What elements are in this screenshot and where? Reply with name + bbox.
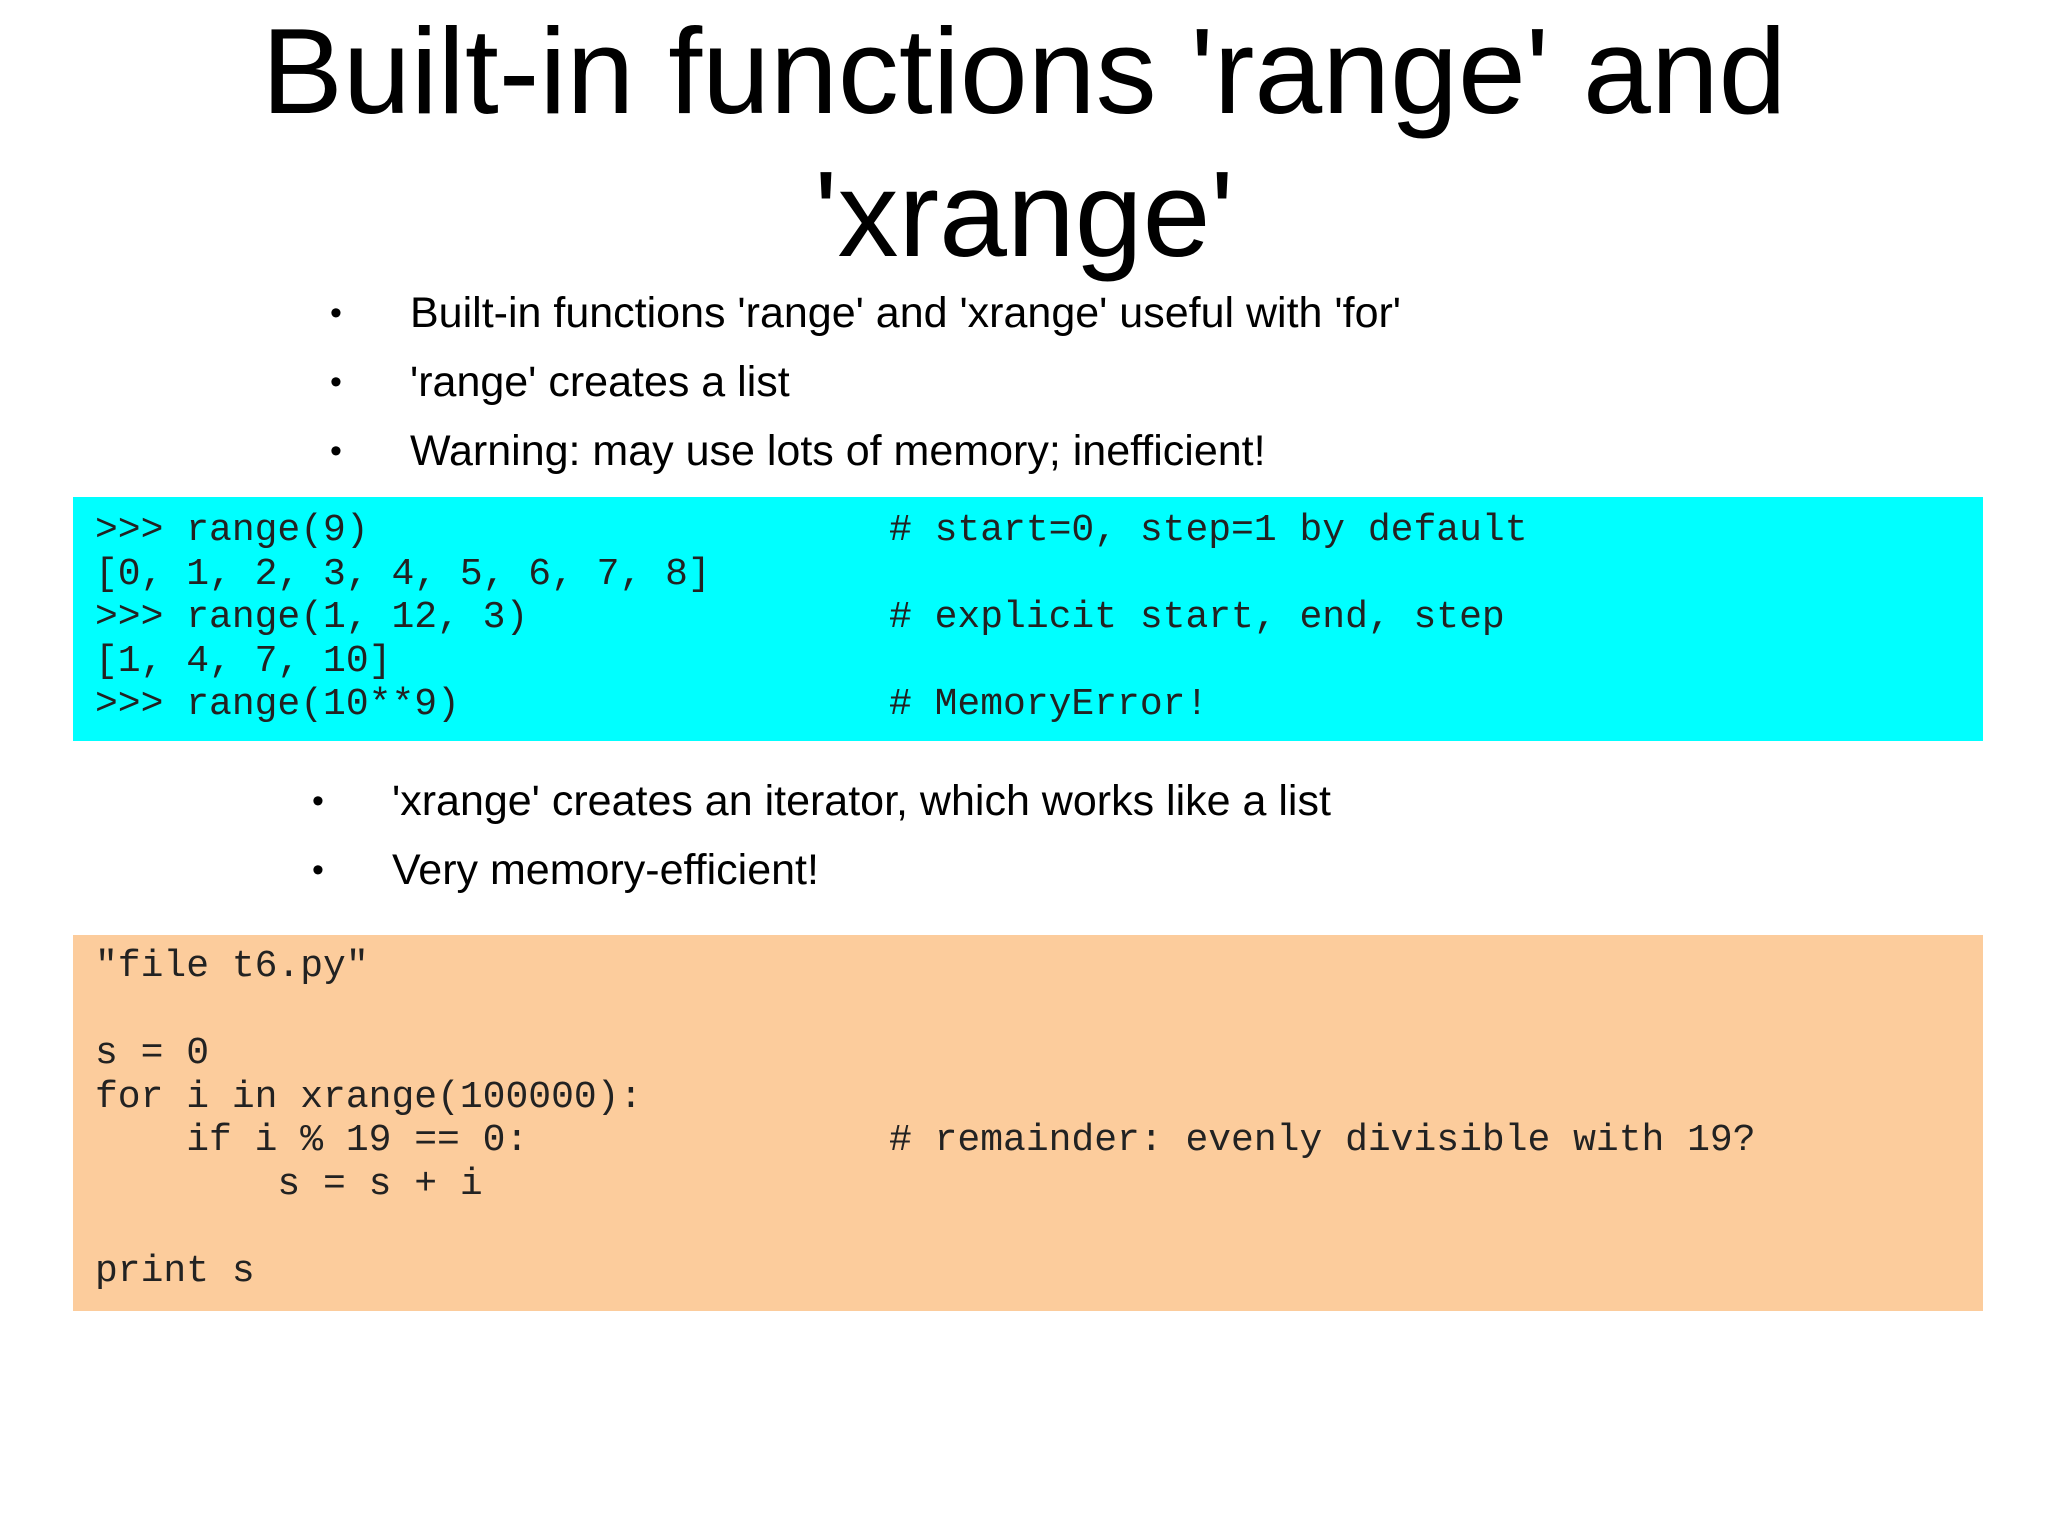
code-line: print s <box>95 1250 1983 1294</box>
code-comment: # MemoryError! <box>889 683 1209 726</box>
code-text: >>> range(1, 12, 3) <box>95 596 529 639</box>
code-text: s = 0 <box>95 1032 210 1075</box>
bullet-text: 'xrange' creates an iterator, which work… <box>392 777 1331 825</box>
code-line <box>95 989 1983 1033</box>
code-line: s = s + i <box>95 1163 1983 1207</box>
slide-title-line-1: Built-in functions 'range' and <box>261 3 1787 139</box>
bullet-dot-icon: • <box>312 851 324 889</box>
code-text: for i in xrange(100000): <box>95 1075 643 1119</box>
code-text: >>> range(10**9) <box>95 683 460 726</box>
code-line: >>> range(9) # start=0, step=1 by defaul… <box>95 509 1983 553</box>
code-line <box>95 1206 1983 1250</box>
bullet-dot-icon: • <box>330 432 342 470</box>
code-line: >>> range(1, 12, 3) # explicit start, en… <box>95 596 1983 640</box>
code-comment: # start=0, step=1 by default <box>889 509 1528 552</box>
code-line: if i % 19 == 0: # remainder: evenly divi… <box>95 1119 1983 1163</box>
bullet-text: Very memory-efficient! <box>392 846 819 894</box>
bullet-dot-icon: • <box>312 782 324 820</box>
code-comment: # remainder: evenly divisible with 19? <box>889 1119 1756 1162</box>
code-line: >>> range(10**9) # MemoryError! <box>95 683 1983 727</box>
code-text: >>> range(9) <box>95 509 369 552</box>
code-text: s = s + i <box>95 1162 483 1206</box>
bullet-text: Warning: may use lots of memory; ineffic… <box>410 427 1266 475</box>
code-line: [1, 4, 7, 10] <box>95 640 1983 684</box>
code-text: if i % 19 == 0: <box>95 1119 529 1162</box>
slide-title: Built-in functions 'range' and 'xrange' <box>0 0 2048 286</box>
code-line: [0, 1, 2, 3, 4, 5, 6, 7, 8] <box>95 553 1983 597</box>
code-text: "file t6.py" <box>95 945 369 988</box>
xrange-code-block: "file t6.py" s = 0 for i in xrange(10000… <box>73 935 1983 1311</box>
code-line: "file t6.py" <box>95 945 1983 989</box>
bullet-dot-icon: • <box>330 294 342 332</box>
range-code-block: >>> range(9) # start=0, step=1 by defaul… <box>73 497 1983 741</box>
code-comment: # explicit start, end, step <box>889 596 1505 639</box>
code-text: [0, 1, 2, 3, 4, 5, 6, 7, 8] <box>95 552 711 596</box>
bullet-text: Built-in functions 'range' and 'xrange' … <box>410 289 1402 337</box>
slide-title-line-2: 'xrange' <box>814 146 1234 282</box>
code-line: s = 0 <box>95 1032 1983 1076</box>
code-text: [1, 4, 7, 10] <box>95 639 392 683</box>
bullet-dot-icon: • <box>330 363 342 401</box>
code-text: print s <box>95 1249 255 1293</box>
bullet-text: 'range' creates a list <box>410 358 790 406</box>
code-line: for i in xrange(100000): <box>95 1076 1983 1120</box>
